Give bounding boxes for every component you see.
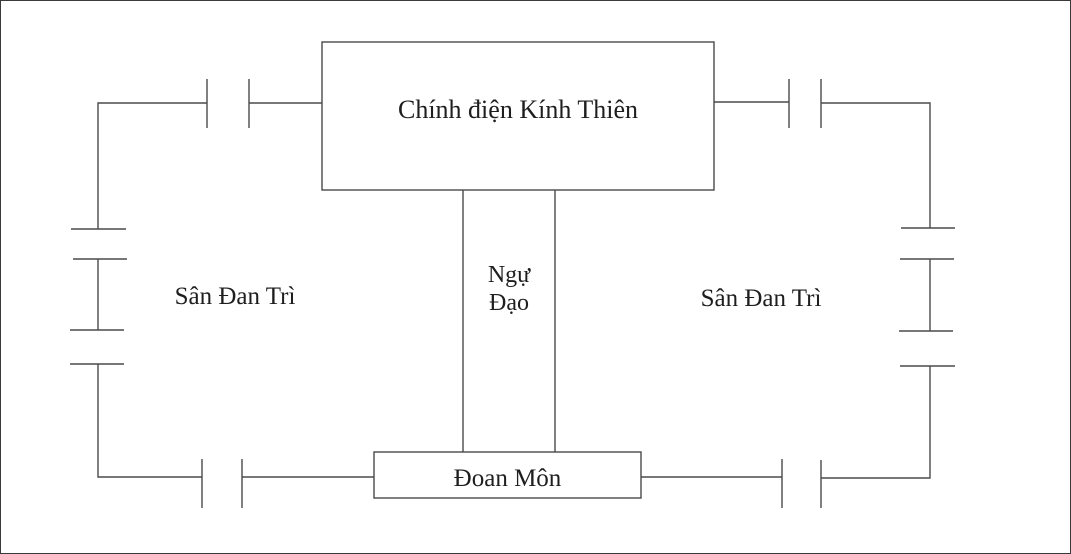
imperial-road-line-2: Đạo [489,289,529,316]
gate-label: Đoan Môn [453,465,562,492]
courtyard-right-label: Sân Đan Trì [700,285,822,312]
main-hall-box [321,41,715,191]
main-hall-label: Chính điện Kính Thiên [397,95,638,124]
gate-box [373,451,642,499]
courtyard-left-label: Sân Đan Trì [174,283,296,310]
imperial-road-label: Ngự Đạo [463,262,555,317]
imperial-road-line-1: Ngự [487,262,531,288]
